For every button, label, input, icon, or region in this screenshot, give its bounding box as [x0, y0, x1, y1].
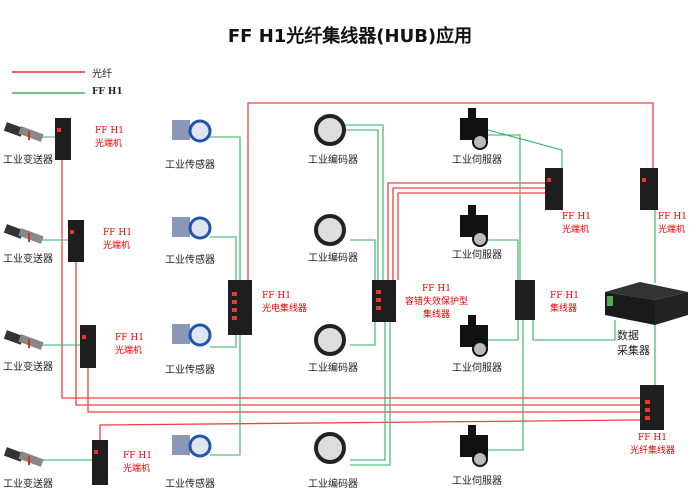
- legend-fiber-label: 光纤: [92, 69, 112, 80]
- servo-label: 工业伺服器: [452, 155, 502, 166]
- hub-icons: [228, 280, 664, 430]
- data-collector-label: 数据 采集器: [617, 329, 650, 357]
- hub-label: FF H1 集线器: [550, 291, 579, 314]
- sensor-label: 工业传感器: [165, 160, 215, 171]
- converter-icons: [55, 118, 658, 485]
- transmitter-label: 工业变送器: [3, 479, 53, 490]
- diagram-title: FF H1光纤集线器(HUB)应用: [227, 26, 473, 47]
- encoder-label: 工业编码器: [308, 479, 358, 490]
- encoder-label: 工业编码器: [308, 253, 358, 264]
- converter-label: FF H1 光端机: [658, 212, 687, 235]
- converter-label: FF H1 光端机: [562, 212, 591, 235]
- converter-label: FF H1 光端机: [95, 126, 124, 149]
- sensor-icons: [172, 119, 212, 458]
- optical-hub-label: FF H1 光电集线器: [262, 291, 308, 314]
- servo-icons: [460, 108, 488, 467]
- servo-label: 工业伺服器: [452, 476, 502, 487]
- fiber-hub-label: FF H1 光纤集线器: [630, 433, 676, 456]
- sensor-label: 工业传感器: [165, 365, 215, 376]
- ffh1-lines: [38, 124, 656, 466]
- transmitter-label: 工业变送器: [3, 254, 53, 265]
- encoder-icons: [314, 114, 346, 464]
- encoder-label: 工业编码器: [308, 363, 358, 374]
- servo-label: 工业伺服器: [452, 250, 502, 261]
- converter-label: FF H1 光端机: [103, 228, 132, 251]
- sensor-label: 工业传感器: [165, 255, 215, 266]
- transmitter-icons: [3, 122, 44, 467]
- fiber-lines: [61, 102, 654, 440]
- servo-label: 工业伺服器: [452, 363, 502, 374]
- transmitter-label: 工业变送器: [3, 155, 53, 166]
- transmitter-label: 工业变送器: [3, 362, 53, 373]
- legend-lines: [12, 71, 85, 94]
- fault-tolerant-hub-label: FF H1 容错失效保护型 集线器: [405, 284, 469, 320]
- encoder-label: 工业编码器: [308, 155, 358, 166]
- converter-label: FF H1 光端机: [115, 333, 144, 356]
- converter-label: FF H1 光端机: [123, 451, 152, 474]
- sensor-label: 工业传感器: [165, 479, 215, 490]
- data-collector-icon: [605, 282, 688, 325]
- legend-ffh1-label: FF H1: [92, 87, 123, 97]
